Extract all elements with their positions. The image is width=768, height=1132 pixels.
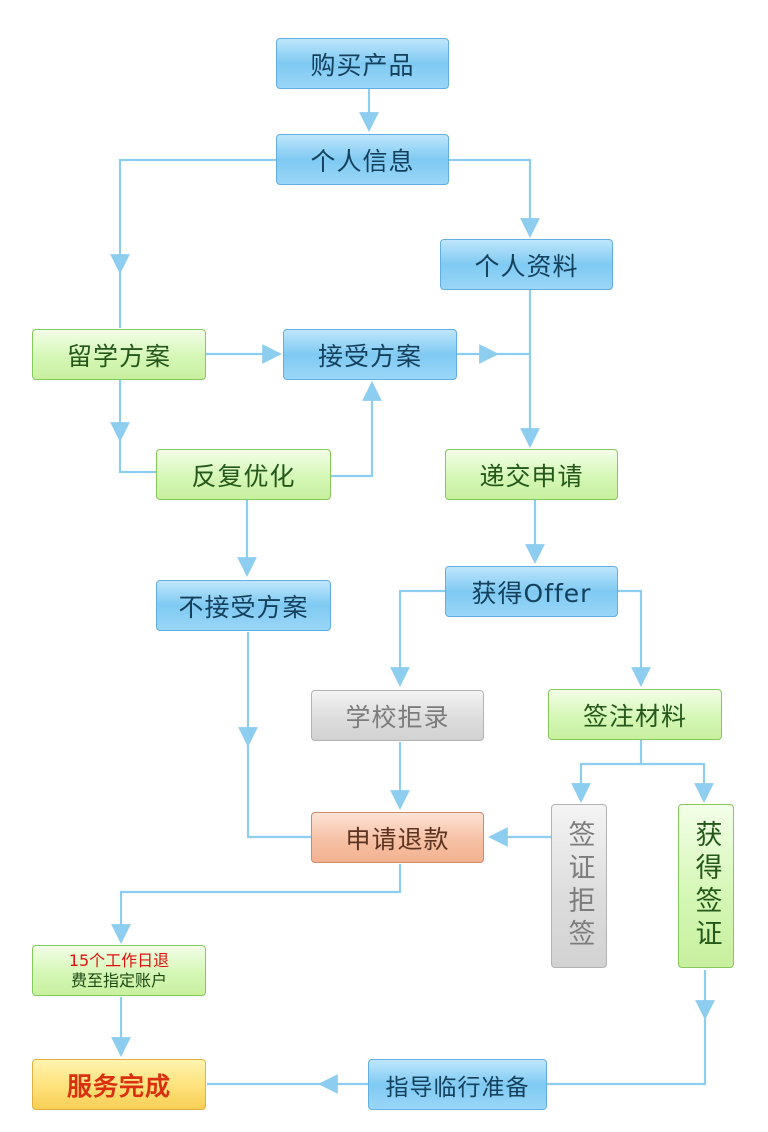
- node-label: 接受方案: [317, 341, 422, 371]
- node-service-done: 服务完成: [32, 1059, 206, 1110]
- node-label: 反复优化: [191, 461, 296, 491]
- node-get-offer: 获得Offer: [445, 566, 618, 617]
- node-label: 购买产品: [310, 50, 415, 80]
- node-label: 递交申请: [479, 461, 584, 491]
- node-label: 获得Offer: [471, 578, 592, 608]
- node-label: 个人信息: [310, 146, 415, 176]
- node-school-rejection: 学校拒录: [311, 690, 484, 741]
- node-reject-plan: 不接受方案: [156, 580, 331, 631]
- arrow-iterate-to-accept: [331, 381, 382, 478]
- node-accept-plan: 接受方案: [283, 329, 457, 380]
- arrow-info-to-docs: [449, 158, 540, 238]
- line-granted-to-departure: [547, 1018, 707, 1086]
- node-label: 服务完成: [66, 1071, 171, 1101]
- node-visa-refused: 签证拒签: [551, 804, 607, 968]
- line-plan-to-iterate: [118, 440, 156, 474]
- node-label: 签证拒签: [563, 820, 595, 952]
- arrow-materials-to-granted: [641, 762, 714, 803]
- node-personal-info: 个人信息: [276, 134, 449, 185]
- node-visa-materials: 签注材料: [548, 689, 722, 740]
- node-pre-departure: 指导临行准备: [368, 1059, 547, 1110]
- node-label: 签注材料: [582, 701, 687, 731]
- refund-transfer-line-2: 费至指定账户: [70, 970, 167, 990]
- node-iterate: 反复优化: [156, 449, 331, 500]
- arrow-refund-to-transfer: [111, 864, 402, 944]
- node-refund-request: 申请退款: [311, 812, 484, 863]
- node-buy-product: 购买产品: [276, 38, 449, 89]
- node-label: 留学方案: [66, 341, 171, 371]
- arrow-offer-to-visa-materials: [618, 589, 651, 687]
- arrow-offer-to-school-reject: [390, 589, 445, 687]
- node-refund-transfer: 15个工作日退 费至指定账户: [32, 945, 206, 996]
- arrow-info-to-plan: [110, 158, 276, 274]
- refund-transfer-line-1: 15个工作日退: [68, 950, 170, 970]
- node-submit-application: 递交申请: [445, 449, 618, 500]
- node-label: 个人资料: [474, 251, 579, 281]
- line-reject-to-refund: [246, 745, 311, 839]
- node-label: 指导临行准备: [385, 1074, 530, 1101]
- node-label: 获得签证: [690, 820, 722, 952]
- node-visa-granted: 获得签证: [678, 804, 734, 968]
- arrow-materials-to-refused: [571, 740, 643, 803]
- node-label: 不接受方案: [178, 592, 309, 622]
- node-personal-docs: 个人资料: [440, 239, 613, 290]
- node-label: 学校拒录: [345, 702, 450, 732]
- node-label: 申请退款: [345, 824, 450, 854]
- node-study-plan: 留学方案: [32, 329, 206, 380]
